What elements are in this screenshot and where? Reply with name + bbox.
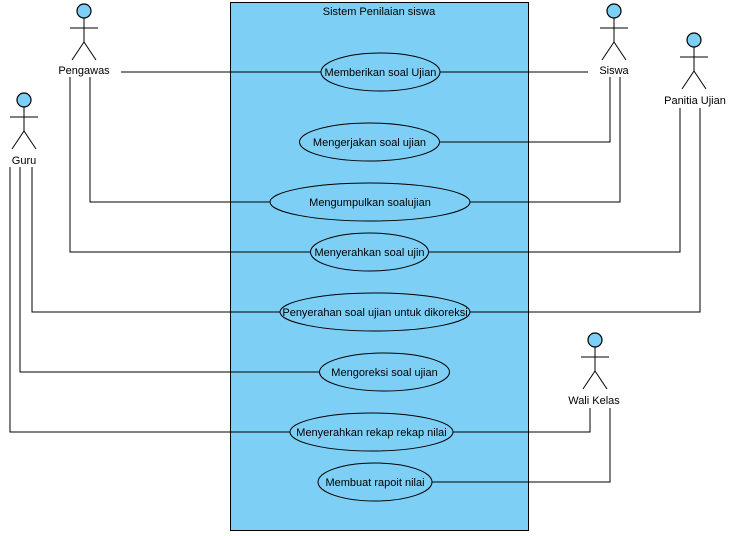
use-case-mengoreksi-soal[interactable]: Mengoreksi soal ujian: [319, 352, 450, 392]
assoc-siswa-mengumpulkan: [470, 77, 621, 203]
system-title: Sistem Penilaian siswa: [323, 6, 436, 18]
use-case-ellipse: [310, 232, 429, 272]
use-case-ellipse: [319, 352, 450, 392]
use-case-ellipse: [299, 122, 440, 162]
actor-stick-figure-icon: [10, 92, 38, 150]
use-case-label: Mengerjakan soal ujian: [313, 137, 426, 149]
assoc-guru-penyerahan: [31, 167, 280, 313]
assoc-walikelas-rekap: [453, 408, 591, 433]
assoc-panitia-penyerahan: [470, 108, 701, 313]
use-case-ellipse: [279, 292, 471, 332]
assoc-siswa-mengerjakan: [440, 77, 611, 143]
assoc-guru-rekap: [9, 167, 290, 433]
actor-wali-kelas[interactable]: Wali Kelas: [568, 332, 620, 407]
use-case-label: Membuat rapoit nilai: [325, 477, 424, 489]
use-case-label: Penyerahan soal ujian untuk dikoreksi: [282, 307, 467, 319]
assoc-walikelas-rapoit: [432, 408, 611, 483]
actor-stick-figure-icon: [70, 3, 98, 61]
actor-pengawas[interactable]: Pengawas: [58, 3, 110, 77]
use-case-ellipse: [317, 462, 433, 502]
use-case-menyerahkan-soal[interactable]: Menyerahkan soal ujin: [310, 232, 429, 272]
actor-label: Pengawas: [58, 65, 110, 77]
actor-label: Guru: [12, 155, 36, 167]
actor-label: Siswa: [599, 65, 629, 77]
use-case-label: Mengoreksi soal ujian: [331, 367, 437, 379]
use-case-menyerahkan-rekap[interactable]: Menyerahkan rekap rekap nilai: [289, 412, 454, 452]
use-case-ellipse: [289, 412, 454, 452]
assoc-guru-mengoreksi: [19, 167, 320, 373]
actor-stick-figure-icon: [581, 332, 609, 390]
use-case-label: Menyerahkan rekap rekap nilai: [296, 427, 446, 439]
actor-stick-figure-icon: [600, 3, 628, 61]
actor-label: Wali Kelas: [568, 395, 620, 407]
assoc-pengawas-mengumpulkan: [89, 77, 270, 203]
associations: [9, 71, 701, 483]
use-case-memberikan-soal[interactable]: Memberikan soal Ujian: [320, 52, 441, 92]
actor-stick-figure-icon: [680, 32, 708, 90]
assoc-pengawas-menyerahkan: [69, 77, 311, 253]
use-case-ellipse: [320, 52, 441, 92]
assoc-panitia-menyerahkan: [429, 108, 681, 253]
use-case-label: Mengumpulkan soalujian: [309, 197, 431, 209]
actor-siswa[interactable]: Siswa: [599, 3, 630, 77]
use-case-mengumpulkan-soal[interactable]: Mengumpulkan soalujian: [269, 182, 471, 222]
use-case-penyerahan-soal[interactable]: Penyerahan soal ujian untuk dikoreksi: [279, 292, 471, 332]
use-case-membuat-rapoit[interactable]: Membuat rapoit nilai: [317, 462, 433, 502]
use-case-ellipse: [269, 182, 471, 222]
use-case-label: Menyerahkan soal ujin: [314, 247, 424, 259]
actor-panitia-ujian[interactable]: Panitia Ujian: [664, 32, 726, 107]
use-case-mengerjakan-soal[interactable]: Mengerjakan soal ujian: [299, 122, 440, 162]
use-case-label: Memberikan soal Ujian: [325, 67, 437, 79]
actor-label: Panitia Ujian: [664, 95, 726, 107]
actor-guru[interactable]: Guru: [10, 92, 38, 167]
